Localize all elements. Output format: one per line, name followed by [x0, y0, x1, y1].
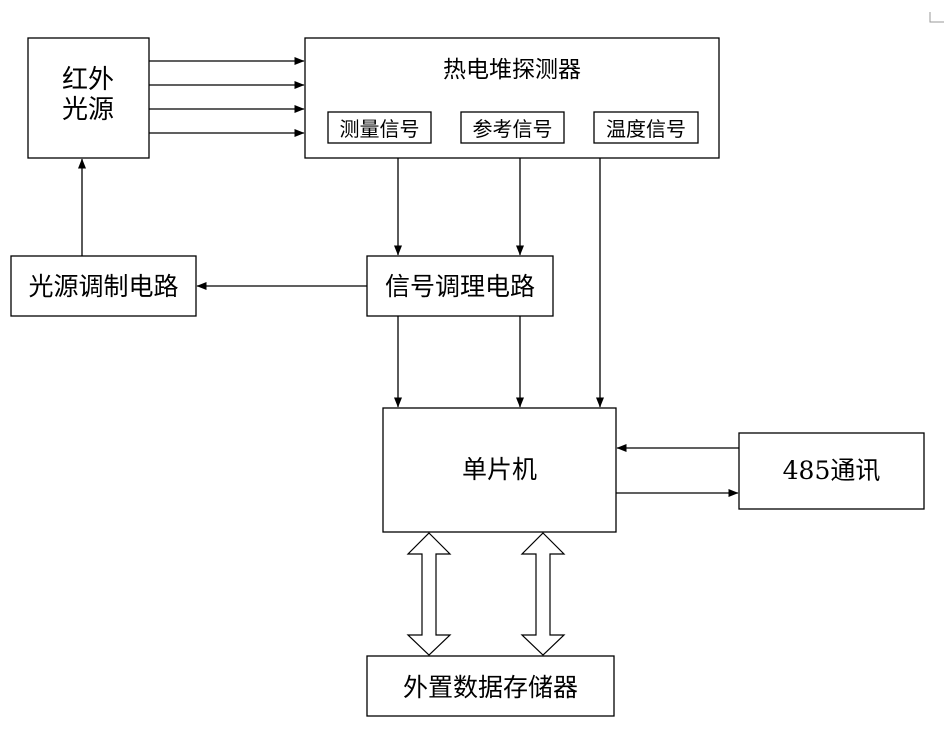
reference-signal-box: [460, 111, 565, 144]
temperature-signal-label: 温度信号: [606, 117, 686, 141]
reference-signal-label: 参考信号: [473, 117, 553, 141]
mcu-storage-bidirectional-arrow-2: [520, 532, 566, 656]
mcu-storage-bidirectional-arrow-1: [406, 532, 452, 656]
temperature-signal-box: [593, 111, 699, 144]
measure-signal-box: [327, 111, 432, 144]
light-modulation-node: 光源调制电路: [10, 255, 197, 317]
signal-conditioning-label: 信号调理电路: [385, 272, 535, 301]
external-storage-label: 外置数据存储器: [403, 673, 578, 702]
thermopile-label: 热电堆探测器: [443, 57, 581, 83]
signal-conditioning-node: 信号调理电路: [366, 255, 554, 317]
ir-source-box: [27, 37, 150, 159]
corner-mark: [929, 12, 944, 23]
comm485-box: [738, 432, 925, 510]
light-modulation-label: 光源调制电路: [28, 272, 178, 301]
thermopile-node: 热电堆探测器 测量信号 参考信号 温度信号: [304, 37, 720, 159]
mcu-box: [382, 407, 617, 533]
light-modulation-box: [10, 255, 197, 317]
ir-source-label-line1: 红外: [62, 65, 114, 95]
measure-signal-label: 测量信号: [340, 117, 420, 141]
mcu-label: 单片机: [462, 455, 537, 484]
ir-source-node: 红外 光源: [27, 37, 150, 159]
comm485-node: 485通讯: [738, 432, 925, 510]
signal-conditioning-box: [366, 255, 554, 317]
external-storage-node: 外置数据存储器: [366, 655, 615, 717]
ir-source-label-line2: 光源: [62, 95, 114, 125]
comm485-label: 485通讯: [783, 456, 881, 485]
external-storage-box: [366, 655, 615, 717]
mcu-node: 单片机: [382, 407, 617, 533]
